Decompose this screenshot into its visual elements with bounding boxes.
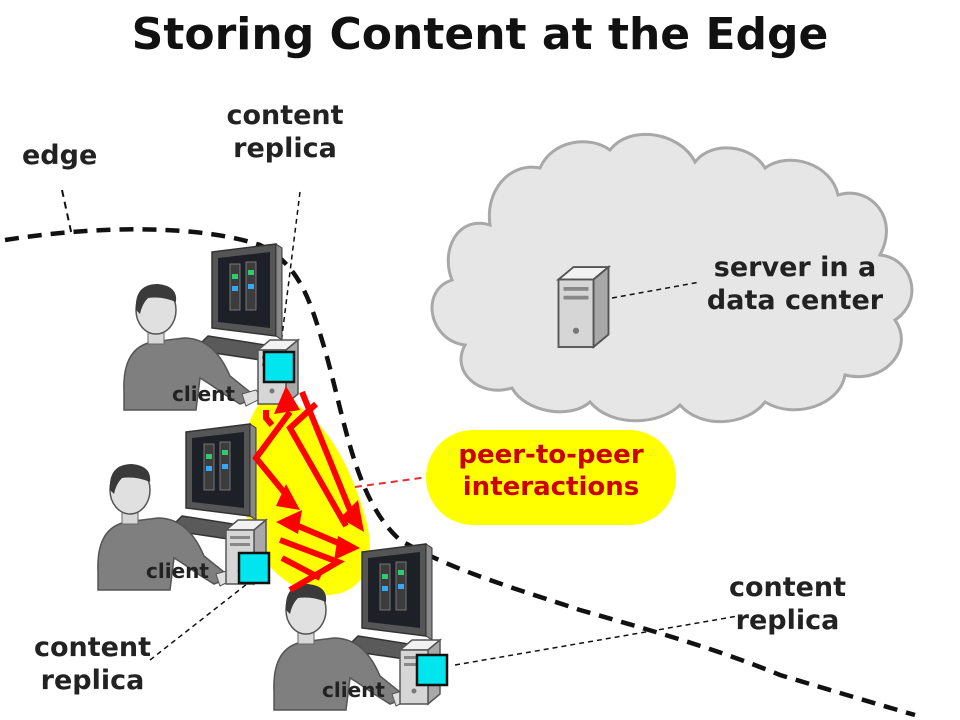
client-label-bottom: client	[322, 678, 385, 702]
replica-left-leader-line	[149, 579, 253, 661]
cloud-shape	[430, 132, 914, 424]
p2p-arrowheads	[274, 386, 364, 560]
replica-top-line-2: replica	[233, 132, 337, 164]
replica-square-top	[262, 350, 296, 384]
edge-leader-line	[61, 189, 73, 237]
replica-top-leader-line	[279, 191, 301, 353]
replica-right-line-1: content	[728, 572, 847, 603]
client-label-middle: client	[146, 559, 209, 583]
edge-boundary-line	[4, 227, 916, 718]
p2p-label-line-2: interactions	[462, 471, 640, 502]
p2p-label-pill	[426, 430, 676, 525]
server-label-line-2: data center	[706, 284, 884, 316]
replica-top-line-1: content	[226, 100, 344, 131]
replica-right-line-2: replica	[735, 604, 840, 636]
server-leader-line	[611, 281, 701, 299]
replica-left-line-2: replica	[40, 664, 145, 696]
replica-left-label: content replica	[15, 632, 170, 698]
replica-top-label: content replica	[200, 100, 370, 166]
p2p-leader-line	[354, 473, 451, 488]
edge-label: edge	[22, 140, 98, 171]
replica-square-bottom	[415, 653, 449, 687]
server-icon	[557, 266, 610, 348]
p2p-arrows	[252, 390, 357, 593]
p2p-label: peer-to-peer interactions	[426, 440, 676, 503]
replica-right-leader-line	[454, 615, 739, 666]
client-label-top: client	[172, 382, 235, 406]
diagram-title: Storing Content at the Edge	[131, 9, 829, 60]
replica-left-line-1: content	[33, 632, 152, 663]
replica-square-middle	[237, 551, 271, 585]
p2p-label-line-1: peer-to-peer	[458, 440, 644, 470]
server-label-line-1: server in a	[713, 252, 877, 283]
replica-right-label: content replica	[705, 572, 870, 638]
server-label: server in a data center	[690, 252, 900, 318]
